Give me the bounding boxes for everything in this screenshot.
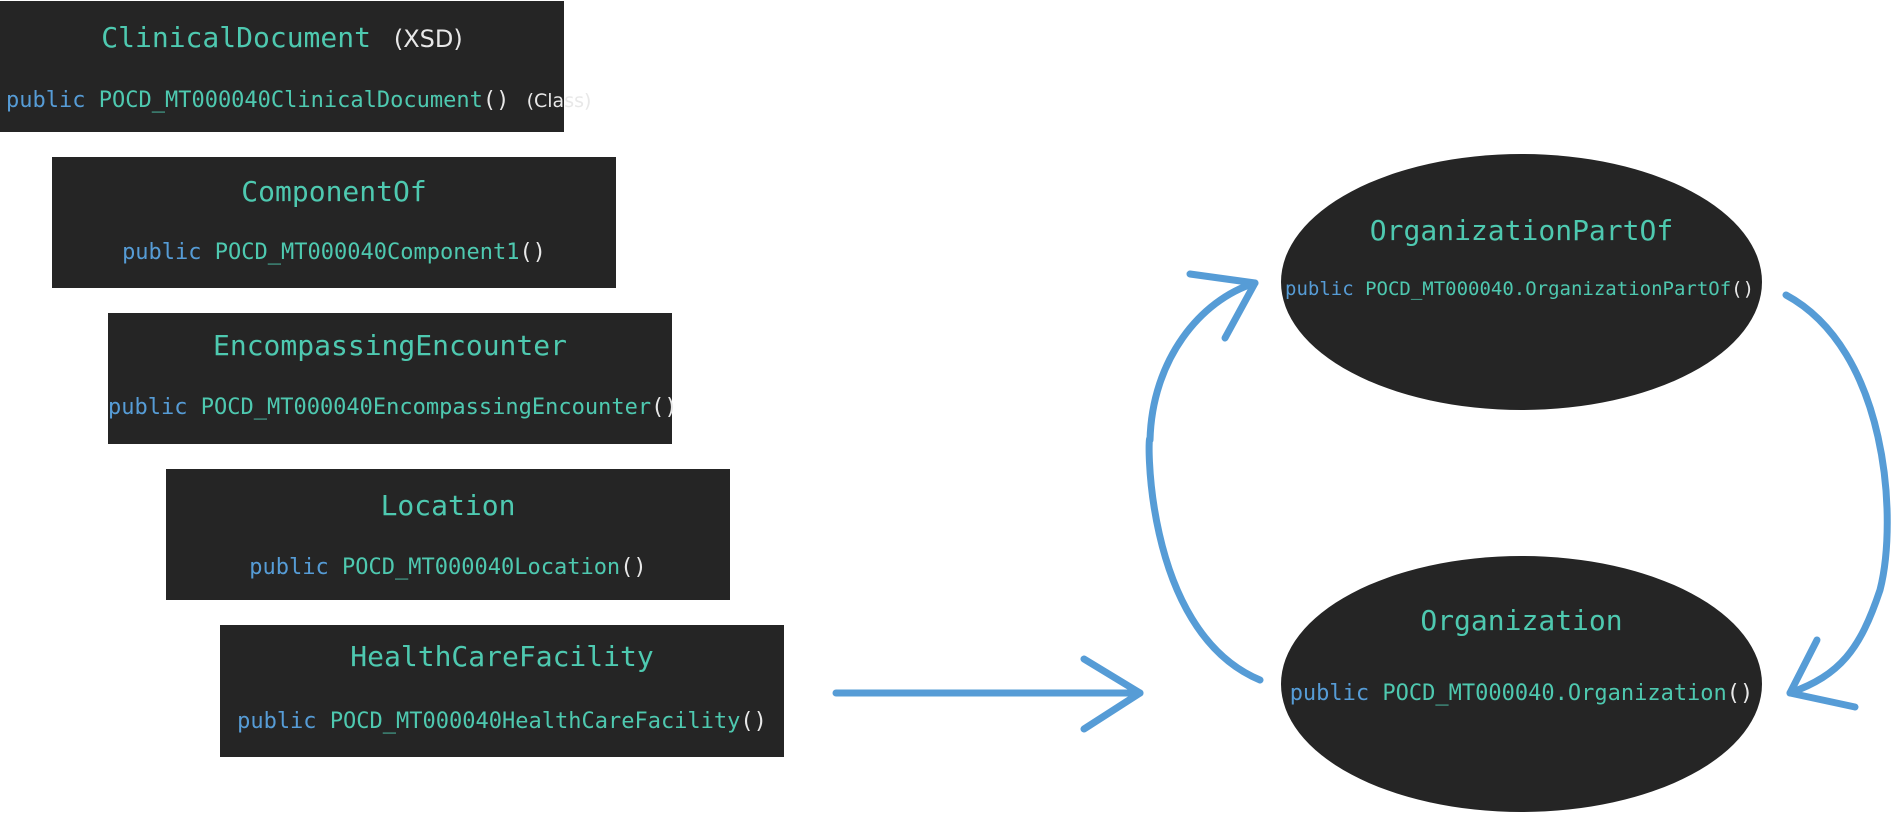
- parens: (): [482, 88, 510, 113]
- keyword-public: public: [1289, 681, 1370, 706]
- class-name: POCD_MT000040HealthCareFacility: [329, 709, 741, 734]
- keyword-public: public: [108, 395, 188, 420]
- class-name: POCD_MT000040ClinicalDocument: [98, 88, 483, 113]
- arrow-organization-to-partof: [1145, 270, 1264, 684]
- keyword-public: public: [249, 555, 329, 580]
- class-tag: (Class): [526, 90, 592, 112]
- arrow-partof-to-organization: [1782, 291, 1891, 711]
- node-organization-part-of: OrganizationPartOf public POCD_MT000040.…: [1281, 154, 1762, 410]
- class-name: POCD_MT000040EncompassingEncounter: [200, 395, 652, 420]
- node-title: HealthCareFacility: [350, 640, 654, 673]
- parens: (): [1726, 681, 1754, 706]
- parens: (): [740, 709, 767, 734]
- arrow-facility-to-organization: [832, 655, 1144, 733]
- class-name: POCD_MT000040Component1: [214, 240, 520, 265]
- node-clinical-document: ClinicalDocument (XSD) public POCD_MT000…: [0, 1, 591, 132]
- node-title: ClinicalDocument: [101, 21, 371, 54]
- node-title: Location: [380, 489, 516, 522]
- class-name: POCD_MT000040.OrganizationPartOf: [1365, 278, 1732, 300]
- node-organization: Organization public POCD_MT000040.Organi…: [1281, 556, 1762, 812]
- parens: (): [519, 240, 546, 265]
- keyword-public: public: [6, 88, 86, 113]
- keyword-public: public: [237, 709, 317, 734]
- class-name: POCD_MT000040Location: [342, 555, 621, 580]
- keyword-public: public: [1285, 278, 1354, 300]
- node-title: EncompassingEncounter: [212, 329, 567, 362]
- parens: (): [620, 555, 647, 580]
- node-encompassing-encounter: EncompassingEncounter public POCD_MT0000…: [108, 313, 678, 444]
- node-health-care-facility: HealthCareFacility public POCD_MT000040H…: [220, 625, 784, 757]
- parens: (): [651, 395, 678, 420]
- node-component-of: ComponentOf public POCD_MT000040Componen…: [52, 157, 616, 288]
- node-title: Organization: [1420, 604, 1623, 637]
- node-title-tag: (XSD): [393, 25, 463, 53]
- node-title: ComponentOf: [241, 175, 427, 208]
- keyword-public: public: [122, 240, 202, 265]
- class-name: POCD_MT000040.Organization: [1382, 681, 1727, 706]
- parens: (): [1731, 278, 1755, 300]
- node-location: Location public POCD_MT000040Location(): [166, 469, 730, 600]
- node-title: OrganizationPartOf: [1369, 214, 1674, 247]
